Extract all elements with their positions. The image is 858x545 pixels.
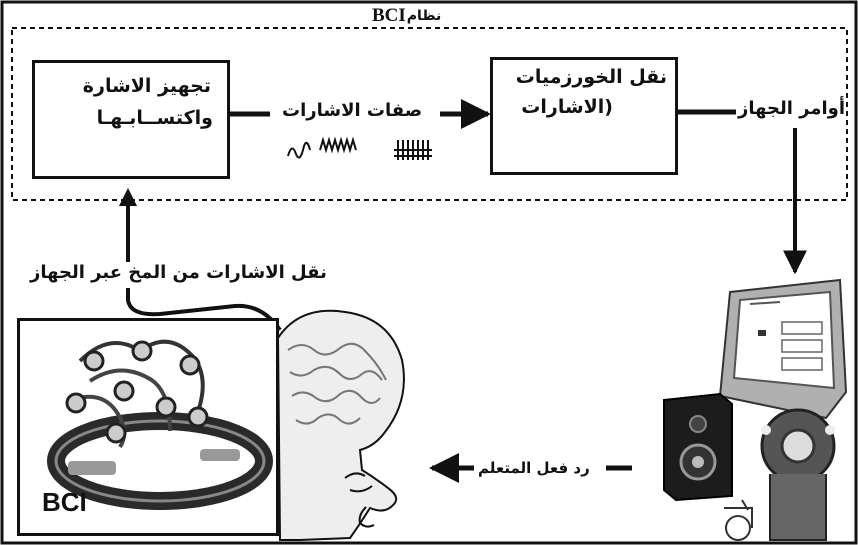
learner-response-label: رد فعل المتعلم	[478, 459, 590, 477]
computer-monitor-icon	[718, 278, 848, 420]
algorithms-line-2: (الاشارات	[521, 96, 613, 118]
system-title-prefix: نظام	[406, 8, 442, 24]
wheelchair-icon	[724, 499, 753, 541]
brain-head-icon	[276, 309, 405, 541]
brain-transfer-label: نقل الاشارات من المخ عبر الجهاز	[28, 262, 329, 283]
brain-signal-path	[126, 198, 282, 332]
robot-arm-icon	[760, 408, 836, 541]
system-title-acronym: BCI	[372, 5, 406, 26]
acquisition-line-1: تجهيز الاشارة	[82, 75, 211, 97]
algorithms-line-1: نقل الخورزميات	[515, 66, 667, 88]
acquisition-line-2: واكتســابـهـا	[96, 107, 213, 129]
system-title: BCI نظام	[368, 5, 446, 27]
arrow-to-acquisition	[119, 188, 137, 206]
signal-features-label: صفات الاشارات	[282, 100, 423, 121]
signal-acquisition-block: تجهيز الاشارة واكتســابـهـا	[32, 60, 230, 179]
bci-headset-icon	[47, 339, 273, 510]
bci-headset-box: BCI	[17, 318, 279, 536]
device-commands-label: أوامر الجهاز	[738, 98, 846, 119]
signal-algorithms-block: نقل الخورزميات (الاشارات	[490, 57, 678, 175]
speaker-icon	[663, 392, 733, 502]
headset-badge: BCI	[42, 487, 87, 517]
signal-waveform-icon	[287, 136, 432, 160]
system-boundary	[11, 27, 848, 201]
